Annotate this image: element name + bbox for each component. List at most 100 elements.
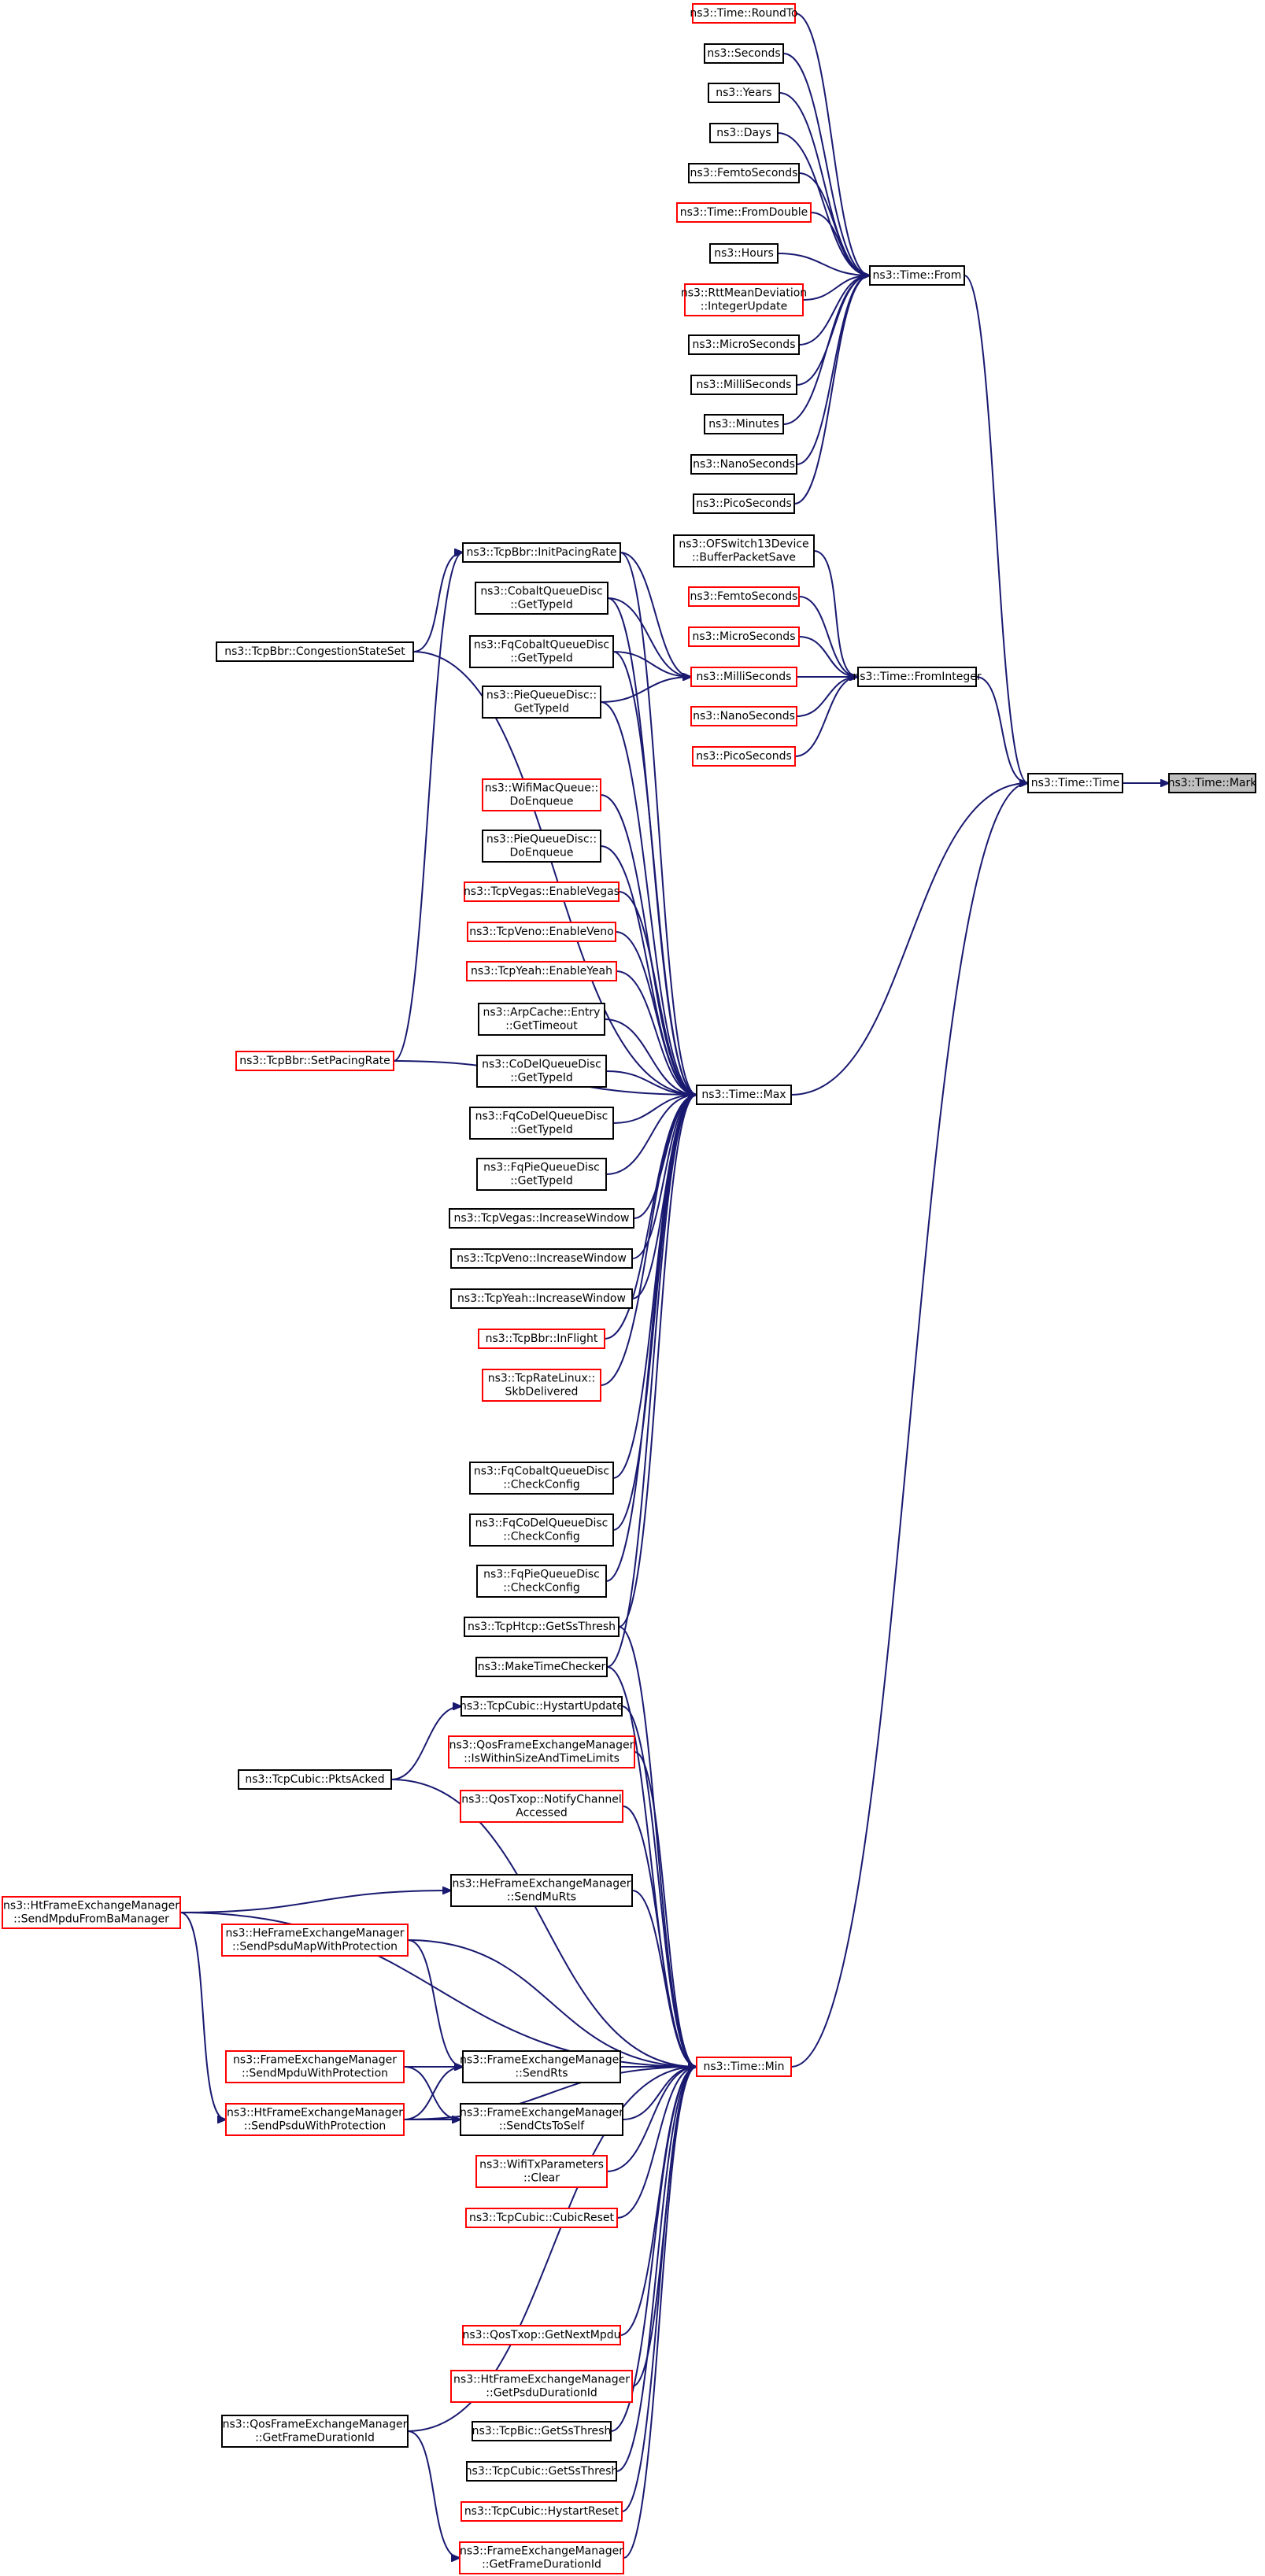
node-rtt[interactable]: ns3::RttMeanDeviation::IntegerUpdate [681, 283, 807, 316]
node-codelgettype[interactable]: ns3::CoDelQueueDisc::GetTypeId [476, 1055, 607, 1088]
node-skb[interactable]: ns3::TcpRateLinux::SkbDelivered [482, 1369, 601, 1402]
node-fqpiecheck[interactable]: ns3::FqPieQueueDisc::CheckConfig [476, 1565, 607, 1598]
edge-skb-to-max [600, 1095, 697, 1386]
node-yeahinc[interactable]: ns3::TcpYeah::IncreaseWindow [450, 1288, 633, 1309]
node-congestion[interactable]: ns3::TcpBbr::CongestionStateSet [216, 641, 414, 662]
node-fqcodelgettype[interactable]: ns3::FqCoDelQueueDisc::GetTypeId [469, 1107, 614, 1140]
edge-htcp-to-min [618, 1626, 697, 2067]
node-venoenable[interactable]: ns3::TcpVeno::EnableVeno [467, 922, 616, 942]
node-femto1[interactable]: ns3::FemtoSeconds [688, 163, 800, 183]
node-label: DoEnqueue [510, 847, 574, 859]
node-hystart[interactable]: ns3::TcpCubic::HystartUpdate [460, 1696, 623, 1717]
node-milli2[interactable]: ns3::MilliSeconds [690, 667, 797, 687]
node-label: ::BufferPacketSave [692, 552, 796, 564]
node-ofswitch[interactable]: ns3::OFSwitch13Device::BufferPacketSave [673, 534, 815, 567]
node-label: ns3::CobaltQueueDisc [480, 586, 602, 598]
node-label: ::GetFrameDurationId [255, 2432, 375, 2445]
node-hesendpsdu[interactable]: ns3::HeFrameExchangeManager::SendPsduMap… [221, 1924, 409, 1957]
edge-htsendmpdu-to-hesendmurts [179, 1890, 451, 1913]
edge-qoswithin-to-min [634, 1751, 697, 2067]
node-cubicss[interactable]: ns3::TcpCubic::GetSsThresh [465, 2461, 619, 2482]
node-cobaltgettype[interactable]: ns3::CobaltQueueDisc::GetTypeId [475, 582, 608, 615]
node-label: ns3::HeFrameExchangeManager [452, 1878, 631, 1890]
node-label: ::GetTypeId [510, 1175, 573, 1188]
node-maketime[interactable]: ns3::MakeTimeChecker [475, 1657, 608, 1677]
node-box [696, 1085, 792, 1105]
node-min[interactable]: ns3::Time::Min [696, 2057, 792, 2077]
node-label: ns3::TcpBbr::SetPacingRate [239, 1055, 390, 1067]
node-micro2[interactable]: ns3::MicroSeconds [688, 626, 800, 647]
node-initpacing[interactable]: ns3::TcpBbr::InitPacingRate [462, 542, 621, 563]
node-label: ::SendMpduWithProtection [242, 2068, 388, 2080]
node-pico2[interactable]: ns3::PicoSeconds [692, 746, 796, 767]
node-cubichystartreset[interactable]: ns3::TcpCubic::HystartReset [461, 2501, 623, 2522]
node-htsendpsdu[interactable]: ns3::HtFrameExchangeManager::SendPsduWit… [225, 2103, 405, 2136]
node-pieenq[interactable]: ns3::PieQueueDisc::DoEnqueue [482, 830, 601, 863]
node-max[interactable]: ns3::Time::Max [696, 1085, 792, 1105]
node-fqcodelcheck[interactable]: ns3::FqCoDelQueueDisc::CheckConfig [469, 1513, 614, 1547]
node-hours[interactable]: ns3::Hours [709, 243, 779, 264]
node-wifimacenq[interactable]: ns3::WifiMacQueue::DoEnqueue [482, 778, 601, 811]
edge-fesendmpdu-to-fesendcts [403, 2066, 461, 2120]
node-nano1[interactable]: ns3::NanoSeconds [690, 454, 797, 475]
node-label: ns3::PieQueueDisc:: [486, 833, 597, 846]
node-from[interactable]: ns3::Time::From [869, 265, 965, 286]
node-htgetpsdu[interactable]: ns3::HtFrameExchangeManager::GetPsduDura… [450, 2370, 633, 2403]
node-qoswithin[interactable]: ns3::QosFrameExchangeManager::IsWithinSi… [448, 1735, 635, 1768]
node-fesendcts[interactable]: ns3::FrameExchangeManager::SendCtsToSelf [460, 2103, 623, 2136]
node-fromdouble[interactable]: ns3::Time::FromDouble [676, 202, 812, 223]
node-milli1[interactable]: ns3::MilliSeconds [690, 375, 797, 395]
node-yeahenable[interactable]: ns3::TcpYeah::EnableYeah [466, 961, 617, 981]
node-piegettype[interactable]: ns3::PieQueueDisc::GetTypeId [482, 686, 601, 719]
node-frominteger[interactable]: ns3::Time::FromInteger [853, 667, 982, 687]
node-femto2[interactable]: ns3::FemtoSeconds [688, 586, 800, 607]
node-label: ::GetTypeId [510, 1124, 573, 1136]
node-box [465, 2208, 618, 2228]
node-box [857, 667, 977, 687]
node-qosgetframe[interactable]: ns3::QosFrameExchangeManager::GetFrameDu… [221, 2415, 409, 2448]
node-fesendmpdu[interactable]: ns3::FrameExchangeManager::SendMpduWithP… [225, 2050, 405, 2083]
edge-micro2-to-frominteger [798, 636, 858, 677]
node-mark[interactable]: ns3::Time::Mark [1168, 773, 1258, 793]
node-years[interactable]: ns3::Years [708, 83, 780, 103]
node-vegasenable[interactable]: ns3::TcpVegas::EnableVegas [464, 881, 620, 902]
edge-venoenable-to-max [615, 931, 697, 1095]
node-cubicreset[interactable]: ns3::TcpCubic::CubicReset [465, 2208, 618, 2228]
node-time[interactable]: ns3::Time::Time [1027, 773, 1123, 793]
node-seconds[interactable]: ns3::Seconds [704, 43, 784, 64]
node-htsendmpdu[interactable]: ns3::HtFrameExchangeManager::SendMpduFro… [2, 1896, 181, 1929]
node-venoinc[interactable]: ns3::TcpVeno::IncreaseWindow [450, 1248, 633, 1269]
node-box [478, 1003, 605, 1036]
node-fesendrts[interactable]: ns3::FrameExchangeManager::SendRts [460, 2050, 623, 2083]
node-pico1[interactable]: ns3::PicoSeconds [693, 493, 795, 514]
node-roundto[interactable]: ns3::Time::RoundTo [690, 3, 798, 24]
node-arpcache[interactable]: ns3::ArpCache::Entry::GetTimeout [478, 1003, 605, 1036]
node-nano2[interactable]: ns3::NanoSeconds [690, 706, 797, 726]
edge-layer [179, 13, 1169, 2558]
node-htcp[interactable]: ns3::TcpHtcp::GetSsThresh [464, 1617, 620, 1637]
node-box [482, 686, 601, 719]
node-qosgetnext[interactable]: ns3::QosTxop::GetNextMpdu [462, 2325, 621, 2345]
node-inflight[interactable]: ns3::TcpBbr::InFlight [478, 1329, 605, 1349]
node-micro1[interactable]: ns3::MicroSeconds [688, 334, 800, 355]
node-layer: ns3::Time::Markns3::Time::Timens3::Time:… [2, 3, 1258, 2574]
node-fqcobaltgettype[interactable]: ns3::FqCobaltQueueDisc::GetTypeId [469, 635, 614, 668]
node-fqcobaltcheck[interactable]: ns3::FqCobaltQueueDisc::CheckConfig [469, 1462, 614, 1495]
node-vegasinc[interactable]: ns3::TcpVegas::IncreaseWindow [449, 1208, 634, 1229]
node-days[interactable]: ns3::Days [709, 123, 779, 143]
node-wifitxclear[interactable]: ns3::WifiTxParameters::Clear [475, 2155, 608, 2188]
node-label: ::SendPsduMapWithProtection [232, 1941, 398, 1953]
node-pktsacked[interactable]: ns3::TcpCubic::PktsAcked [238, 1769, 392, 1790]
node-box [460, 1790, 623, 1823]
node-fegetframe[interactable]: ns3::FrameExchangeManager::GetFrameDurat… [459, 2541, 624, 2574]
node-setpacing[interactable]: ns3::TcpBbr::SetPacingRate [235, 1051, 394, 1071]
node-box [696, 2057, 792, 2077]
node-box [478, 1329, 605, 1349]
node-bicss[interactable]: ns3::TcpBic::GetSsThresh [472, 2421, 612, 2441]
node-minutes[interactable]: ns3::Minutes [704, 414, 784, 434]
node-box [221, 2415, 409, 2448]
node-fqpiegettype[interactable]: ns3::FqPieQueueDisc::GetTypeId [476, 1158, 607, 1191]
edge-pico2-to-frominteger [794, 677, 858, 757]
node-hesendmurts[interactable]: ns3::HeFrameExchangeManager::SendMuRts [450, 1874, 633, 1907]
